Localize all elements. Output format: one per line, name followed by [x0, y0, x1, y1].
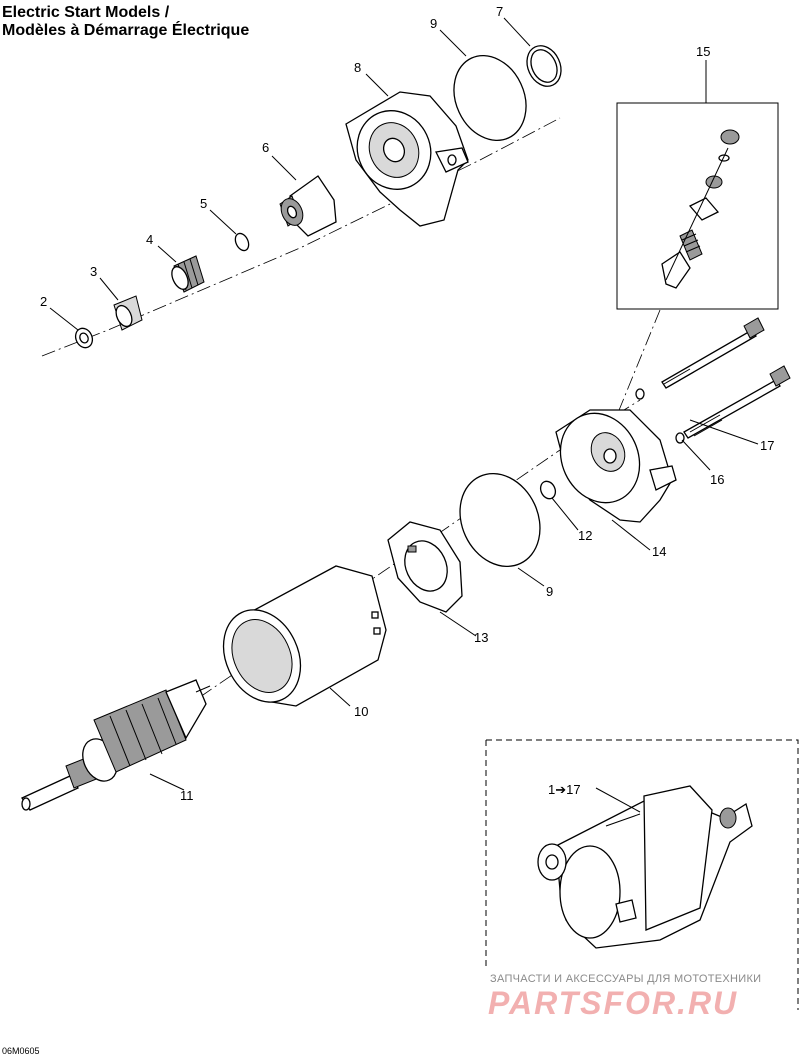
callout-10: 10	[354, 704, 368, 719]
detail-connector-line	[614, 309, 661, 421]
watermark-logo: PARTSFOR.RU	[488, 985, 739, 1021]
part-16-washer-a	[635, 388, 645, 400]
callout-8: 8	[354, 60, 361, 75]
callout-9-lower: 9	[546, 584, 553, 599]
part-7-seal-ring	[526, 45, 562, 87]
part-9-o-ring-upper	[453, 54, 527, 142]
callout-2: 2	[40, 294, 47, 309]
part-17-through-bolts	[661, 317, 791, 439]
callout-4: 4	[146, 232, 153, 247]
leader-lines	[49, 17, 759, 813]
callout-7: 7	[496, 4, 503, 19]
part-15-brush-holder-detail	[616, 102, 779, 310]
part-2-washer	[74, 327, 94, 349]
assembled-starter-view	[485, 739, 799, 1010]
drawing-code: 06M0605	[2, 1046, 40, 1056]
diagram-title-line2: Modèles à Démarrage Électrique	[2, 22, 250, 39]
callout-5: 5	[200, 196, 207, 211]
part-10-yoke	[222, 565, 387, 707]
diagram-title-line1: Electric Start Models /	[2, 4, 170, 21]
callout-12: 12	[578, 528, 592, 543]
callout-6: 6	[262, 140, 269, 155]
part-6-drive-pinion	[279, 175, 337, 237]
part-9-o-ring-lower	[459, 472, 541, 568]
callout-15: 15	[696, 44, 710, 59]
part-14-end-housing	[555, 409, 677, 523]
part-12-washer	[539, 480, 557, 500]
watermark-tagline: ЗАПЧАСТИ И АКСЕССУАРЫ ДЛЯ МОТОТЕХНИКИ	[490, 973, 762, 985]
callout-13: 13	[474, 630, 488, 645]
part-13-brush-plate	[387, 521, 463, 613]
part-3-bushing	[113, 295, 143, 331]
part-4-spring	[171, 255, 205, 293]
callout-9-upper: 9	[430, 16, 437, 31]
upper-axis-line	[41, 117, 561, 357]
part-5-snap-ring	[234, 232, 250, 252]
callout-assembly-1-17: 1➔17	[548, 782, 581, 797]
part-8-drive-housing	[345, 91, 469, 227]
callout-16: 16	[710, 472, 724, 487]
callout-14: 14	[652, 544, 666, 559]
callout-11: 11	[180, 788, 194, 803]
part-11-armature	[21, 679, 211, 811]
callout-17: 17	[760, 438, 774, 453]
callout-3: 3	[90, 264, 97, 279]
